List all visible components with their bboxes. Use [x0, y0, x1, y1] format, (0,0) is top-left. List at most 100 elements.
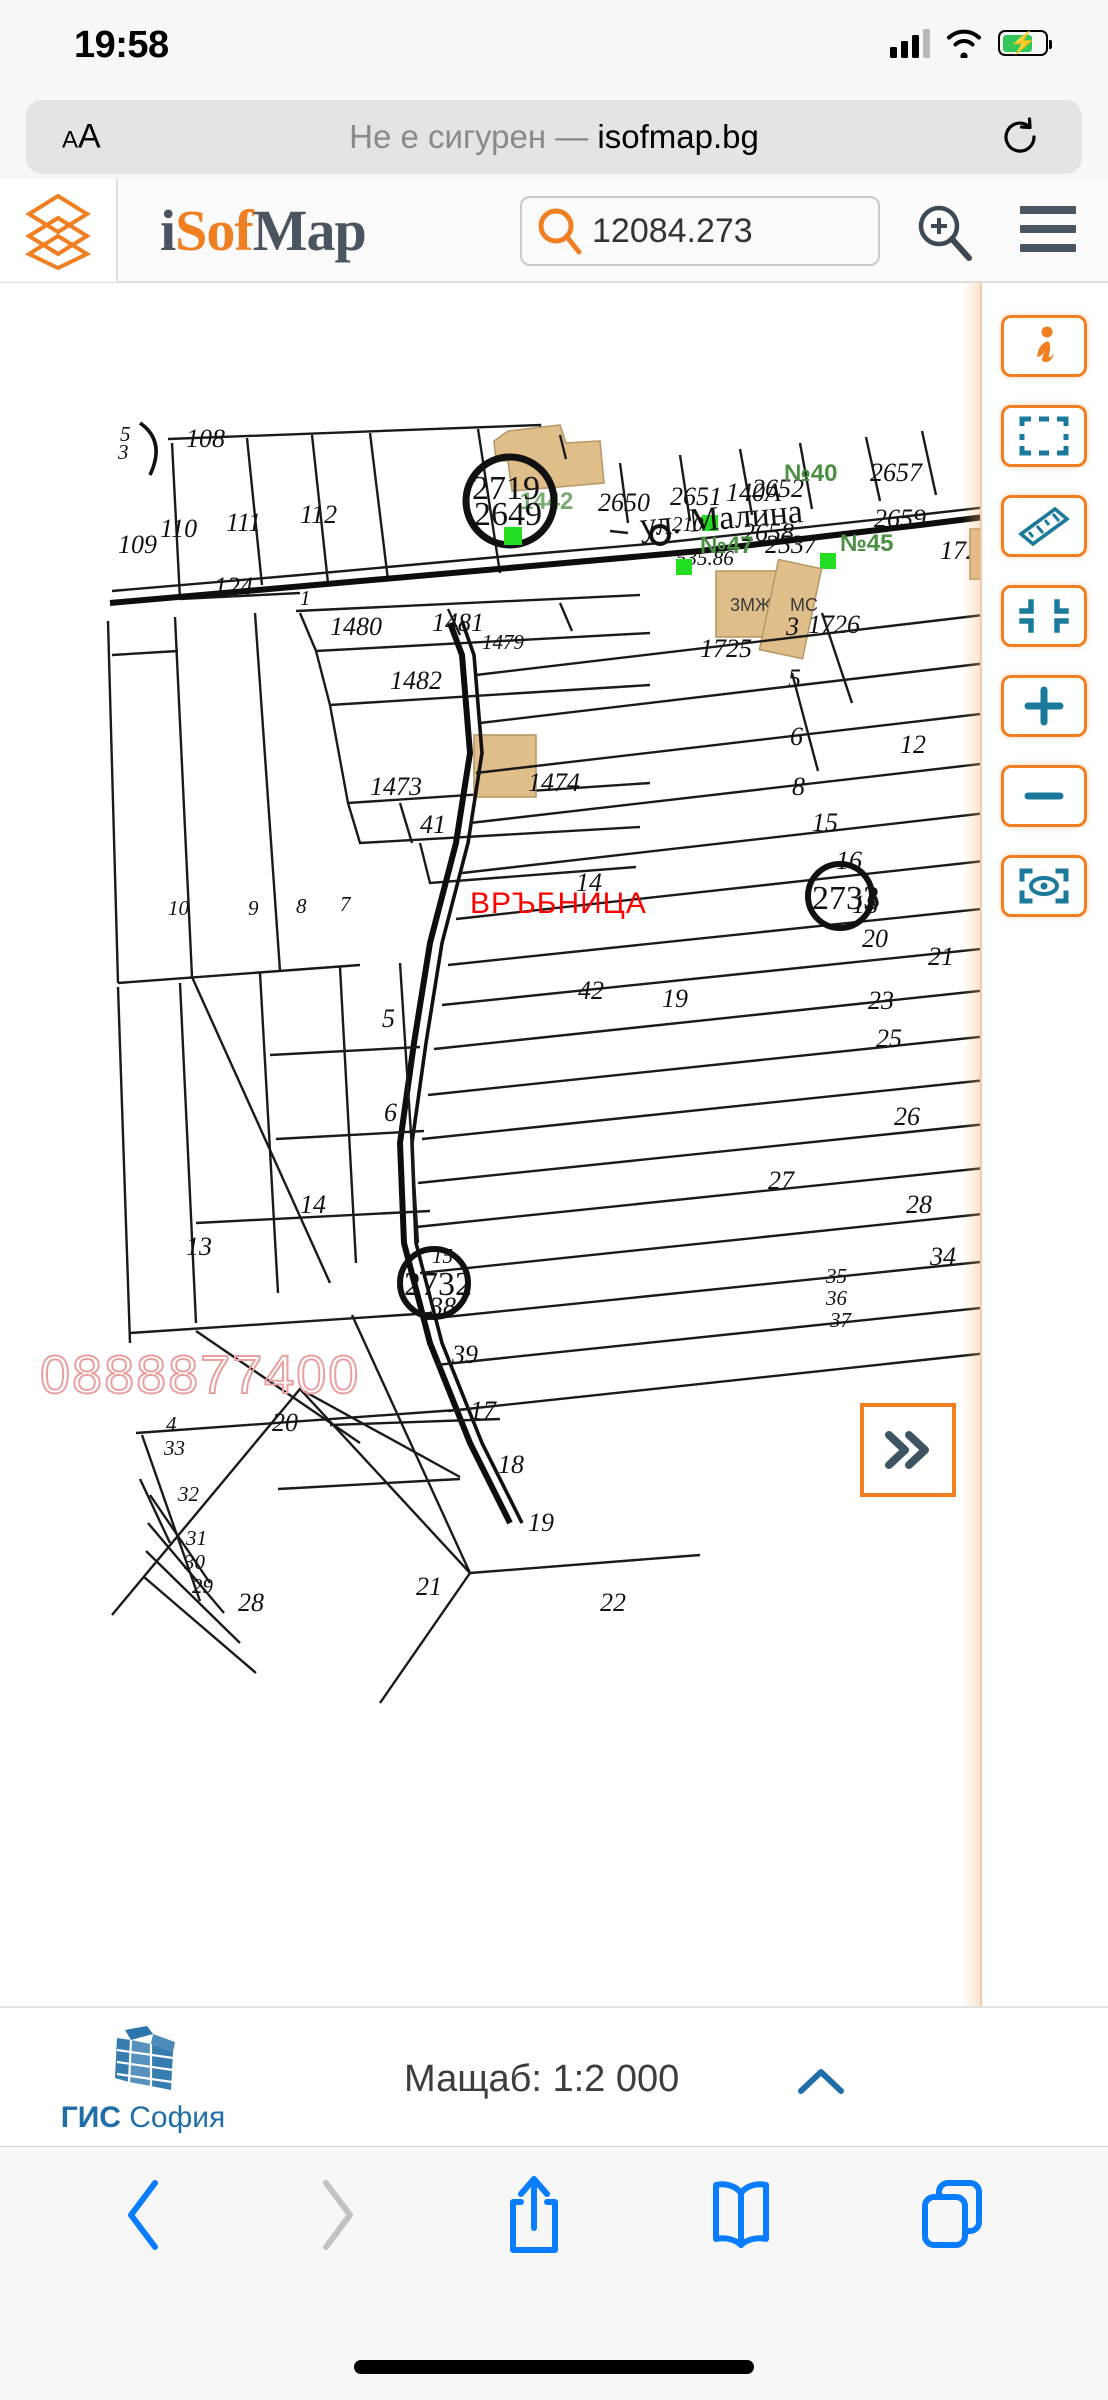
brand-letter-o: o	[206, 198, 235, 263]
parcel-number: 39	[451, 1340, 478, 1369]
parcel-number: 42	[578, 976, 604, 1005]
parcel-number: 14	[300, 1190, 326, 1219]
parcel-number: 19	[662, 984, 688, 1013]
circled-marker-sublabel: 2649	[474, 496, 542, 533]
parcel-number: 2659	[874, 504, 926, 533]
fit-extent-button[interactable]	[1001, 585, 1087, 647]
reload-icon[interactable]	[1000, 117, 1040, 157]
zoom-in-button[interactable]	[1001, 675, 1087, 737]
share-icon	[509, 2175, 558, 2253]
address-marker: №47	[700, 532, 753, 559]
map-building	[758, 558, 823, 660]
parcel-number: 32	[177, 1482, 200, 1506]
parcel-number: 5	[120, 422, 131, 446]
panel-expand-button[interactable]	[860, 1403, 956, 1497]
zoom-in-magnifier-icon	[918, 205, 972, 261]
parcel-number: 8	[296, 894, 307, 918]
gis-sofia-building-icon	[115, 2026, 175, 2090]
cellular-signal-icon	[890, 28, 930, 58]
parcel-number: 18	[498, 1450, 524, 1479]
zoom-out-button[interactable]	[1001, 765, 1087, 827]
parcel-number: 23	[868, 986, 894, 1015]
brand-word-map: Map	[252, 198, 367, 263]
green-marker	[504, 527, 522, 545]
bookmarks-book-icon	[712, 2180, 769, 2248]
parcel-number: 28	[906, 1190, 932, 1219]
map-parcel-block-north	[109, 423, 1006, 606]
parcel-number: 21	[416, 1572, 442, 1601]
search-input[interactable]: 12084.273	[520, 196, 880, 266]
plus-icon	[1024, 686, 1064, 726]
parcel-number: 7	[340, 892, 352, 916]
map-parcel-block-midleft	[116, 962, 471, 1435]
scale-label: Мащаб: 1:2 000	[404, 2058, 680, 2100]
parcel-number: 1482	[390, 666, 442, 695]
map-canvas[interactable]: .pl { stroke:#1a1a1a; stroke-width:2.4; …	[0, 283, 1108, 2006]
measure-button[interactable]	[1001, 495, 1087, 557]
parcel-number: 109	[118, 530, 157, 559]
parcel-number: 1480	[330, 612, 382, 641]
address-marker: №45	[840, 530, 893, 557]
ios-status-bar: 19:58 ⚡	[0, 0, 1108, 92]
parcel-number: 210	[672, 512, 704, 536]
back-chevron-icon	[128, 2179, 159, 2250]
bookmarks-button[interactable]	[708, 2179, 774, 2256]
minus-icon	[1024, 792, 1064, 800]
browser-bottom-toolbar	[0, 2146, 1108, 2400]
gis-sofia-logo[interactable]: ГИС София	[48, 2024, 238, 2135]
parcel-number: 34	[929, 1242, 956, 1271]
hamburger-menu-button[interactable]	[1020, 206, 1076, 263]
parcel-number: 10	[168, 896, 190, 920]
select-area-button[interactable]	[1001, 405, 1087, 467]
layers-button[interactable]	[0, 179, 118, 282]
parcel-number: 112	[300, 500, 337, 529]
text-size-button[interactable]: AA	[62, 117, 101, 156]
address-marker: №40	[784, 460, 837, 487]
parcel-number: 27	[768, 1166, 795, 1195]
battery-charging-icon: ⚡	[998, 30, 1052, 56]
circled-marker	[397, 1246, 471, 1320]
chevron-up-icon	[798, 2069, 844, 2094]
share-button[interactable]	[503, 2172, 565, 2263]
status-bar-indicators: ⚡	[890, 28, 1052, 58]
tabs-button[interactable]	[917, 2177, 987, 2258]
parcel-number: 38	[429, 1292, 456, 1321]
search-input-value: 12084.273	[592, 211, 753, 250]
parcel-number: 31	[185, 1526, 207, 1550]
url-domain: isofmap.bg	[597, 118, 759, 155]
parcel-number: 2651	[670, 482, 722, 511]
status-bar-clock: 19:58	[74, 24, 169, 66]
circled-marker	[805, 861, 875, 931]
forward-button[interactable]	[312, 2177, 360, 2258]
cadastral-map[interactable]: .pl { stroke:#1a1a1a; stroke-width:2.4; …	[0, 283, 1108, 2006]
brand-letter-f: f	[234, 198, 253, 263]
url-text[interactable]: Не е сигурен — isofmap.bg	[26, 118, 1082, 156]
parcel-number: 28	[238, 1588, 264, 1617]
parcel-number: 140A	[726, 478, 781, 507]
parcel-number: 14	[576, 868, 602, 897]
hamburger-menu-icon	[1020, 206, 1076, 214]
parcel-number: 20	[862, 924, 888, 953]
ruler-icon	[1018, 506, 1070, 547]
back-button[interactable]	[121, 2177, 169, 2258]
locate-button[interactable]	[1001, 855, 1087, 917]
parcel-number: 1481	[432, 608, 484, 637]
map-building-north	[493, 424, 605, 492]
building-label: МС	[790, 595, 818, 615]
parcel-number: 4	[166, 1412, 177, 1436]
map-parcel-block-lower	[111, 1314, 701, 1704]
zoom-search-button[interactable]	[912, 200, 976, 269]
parcel-number: 35	[825, 1264, 847, 1288]
forward-chevron-icon	[323, 2179, 354, 2250]
url-separator: —	[555, 118, 589, 155]
gis-label-light: София	[129, 2101, 226, 2134]
browser-url-bar[interactable]: AA Не е сигурен — isofmap.bg	[26, 100, 1082, 174]
parcel-number: 9	[248, 896, 259, 920]
info-button[interactable]	[1001, 315, 1087, 377]
scale-collapse-button[interactable]	[795, 2064, 847, 2105]
green-marker	[820, 553, 836, 569]
wifi-icon	[947, 29, 981, 58]
parcel-number: 1	[300, 586, 311, 610]
